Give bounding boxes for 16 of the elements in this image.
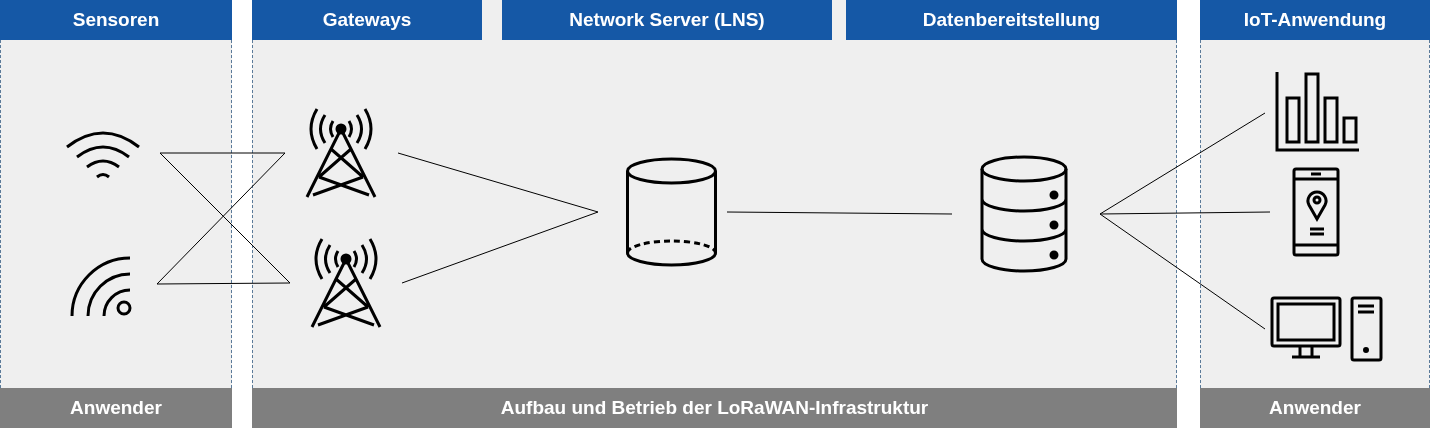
connector-line	[401, 211, 599, 284]
footer-bar: Anwender	[1200, 388, 1430, 428]
connector-line	[159, 152, 286, 154]
connector-line	[726, 211, 953, 215]
connector-line	[397, 152, 599, 213]
footer-bar: Anwender	[0, 388, 232, 428]
column-header: Network Server (LNS)	[502, 0, 832, 40]
column-header: IoT-Anwendung	[1200, 0, 1430, 40]
connector-line	[156, 282, 291, 285]
connector-line	[1099, 112, 1266, 215]
column-header: Gateways	[252, 0, 482, 40]
connector-line	[1099, 211, 1271, 215]
column-header: Datenbereitstellung	[846, 0, 1177, 40]
footer-bar: Aufbau und Betrieb der LoRaWAN-Infrastruktur	[252, 388, 1177, 428]
column-header: Sensoren	[0, 0, 232, 40]
connector-line	[1099, 213, 1266, 330]
